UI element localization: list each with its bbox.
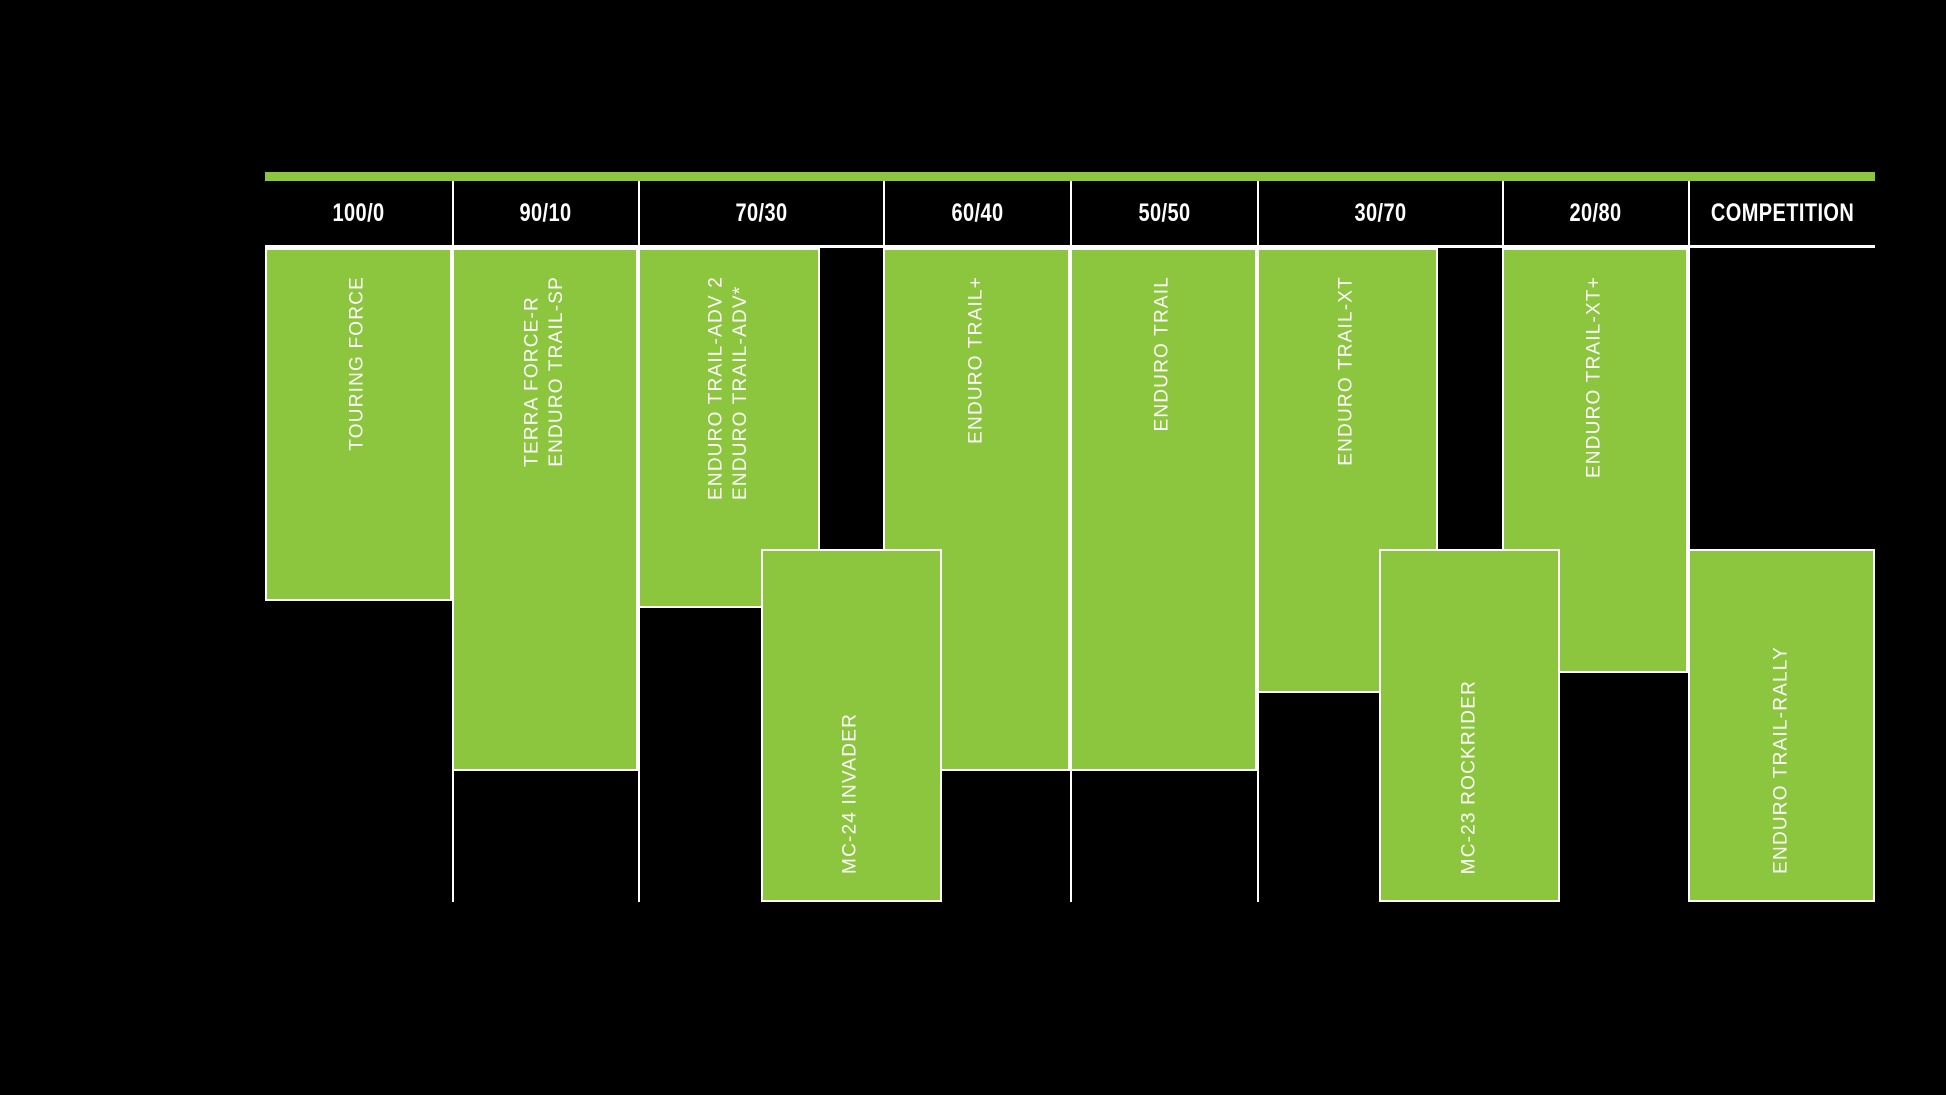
column-header-6: 30/70 xyxy=(1256,181,1502,245)
bar-label: MC-24 INVADER xyxy=(840,713,862,874)
column-header-3: 70/30 xyxy=(638,181,883,245)
column-header-label: 70/30 xyxy=(735,198,788,227)
bar-3-2[interactable]: MC-24 INVADER xyxy=(760,548,943,902)
column-header-label: 30/70 xyxy=(1354,198,1407,227)
bar-label: ENDURO TRAIL-XT xyxy=(1335,276,1357,466)
column-header-label: 90/10 xyxy=(519,198,573,227)
bar-6-2[interactable]: MC-23 ROCKRIDER xyxy=(1379,548,1561,902)
bar-2-1[interactable]: TERRA FORCE-R ENDURO TRAIL-SP xyxy=(451,248,639,772)
accent-rule xyxy=(265,172,1875,181)
column-header-8: COMPETITION xyxy=(1688,181,1875,245)
bar-8-1[interactable]: ENDURO TRAIL-RALLY xyxy=(1688,548,1875,902)
chart-header-row: 100/0 90/10 70/30 60/40 50/50 30/70 20/80 COMPE… xyxy=(265,181,1875,245)
column-header-4: 60/40 xyxy=(883,181,1070,245)
column-header-label: 50/50 xyxy=(1138,198,1191,227)
bar-label: MC-23 ROCKRIDER xyxy=(1458,679,1480,874)
bar-3-1[interactable]: ENDURO TRAIL-ADV 2 ENDURO TRAIL-ADV* xyxy=(638,248,820,608)
bar-label: ENDURO TRAIL+ xyxy=(965,276,987,444)
bar-1-1[interactable]: TOURING FORCE xyxy=(265,248,452,602)
column-header-label: COMPETITION xyxy=(1711,198,1855,227)
chart-plot-area: TOURING FORCE TERRA FORCE-R ENDURO TRAIL-… xyxy=(265,248,1875,902)
column-header-7: 20/80 xyxy=(1501,181,1689,245)
column-header-label: 20/80 xyxy=(1569,198,1623,227)
column-header-5: 50/50 xyxy=(1070,181,1257,245)
bar-label: ENDURO TRAIL-RALLY xyxy=(1770,646,1792,874)
bar-label: ENDURO TRAIL-ADV 2 ENDURO TRAIL-ADV* xyxy=(705,276,751,500)
bar-5-1[interactable]: ENDURO TRAIL xyxy=(1070,248,1257,772)
column-header-2: 90/10 xyxy=(451,181,639,245)
column-header-label: 60/40 xyxy=(951,198,1004,227)
bar-label: ENDURO TRAIL xyxy=(1151,276,1173,432)
bar-label: TOURING FORCE xyxy=(346,276,368,451)
bar-label: ENDURO TRAIL-XT+ xyxy=(1583,276,1605,479)
bar-label: TERRA FORCE-R ENDURO TRAIL-SP xyxy=(521,276,567,467)
tire-range-chart: 100/0 90/10 70/30 60/40 50/50 30/70 20/80 COMPE… xyxy=(265,172,1875,902)
column-header-1: 100/0 xyxy=(265,181,452,245)
column-header-label: 100/0 xyxy=(332,198,385,227)
header-divider-rule xyxy=(265,245,1875,248)
